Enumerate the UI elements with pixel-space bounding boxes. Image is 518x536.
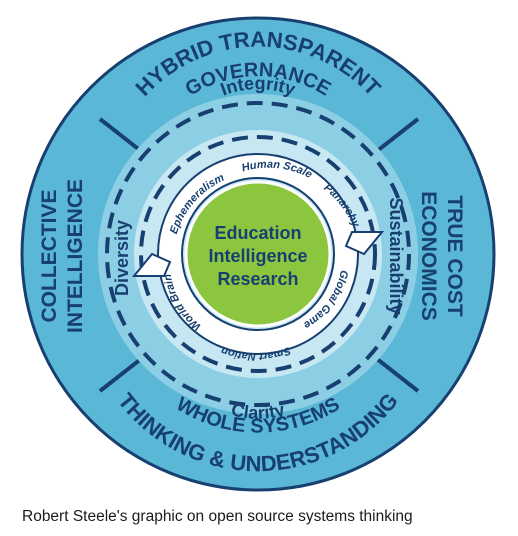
- middle-right-label: Sustainability: [386, 197, 406, 314]
- systems-thinking-diagram: Education Intelligence Research HYBRID T…: [20, 16, 496, 492]
- left-cycle-arrow: [131, 252, 172, 277]
- center-hub: Education Intelligence Research: [184, 180, 332, 328]
- center-line-3: Research: [217, 269, 298, 289]
- middle-bottom-label: Clarity: [229, 399, 286, 423]
- center-line-1: Education: [214, 223, 301, 243]
- outer-left-label: COLLECTIVE: [38, 189, 61, 322]
- outer-right-sublabel: ECONOMICS: [417, 191, 440, 321]
- outer-left-sublabel: INTELLIGENCE: [64, 179, 87, 333]
- right-cycle-arrow: [344, 231, 385, 256]
- image-caption: Robert Steele's graphic on open source s…: [22, 508, 413, 525]
- outer-right-label: TRUE COST: [443, 195, 466, 317]
- center-line-2: Intelligence: [208, 246, 307, 266]
- middle-left-label: Diversity: [112, 220, 132, 296]
